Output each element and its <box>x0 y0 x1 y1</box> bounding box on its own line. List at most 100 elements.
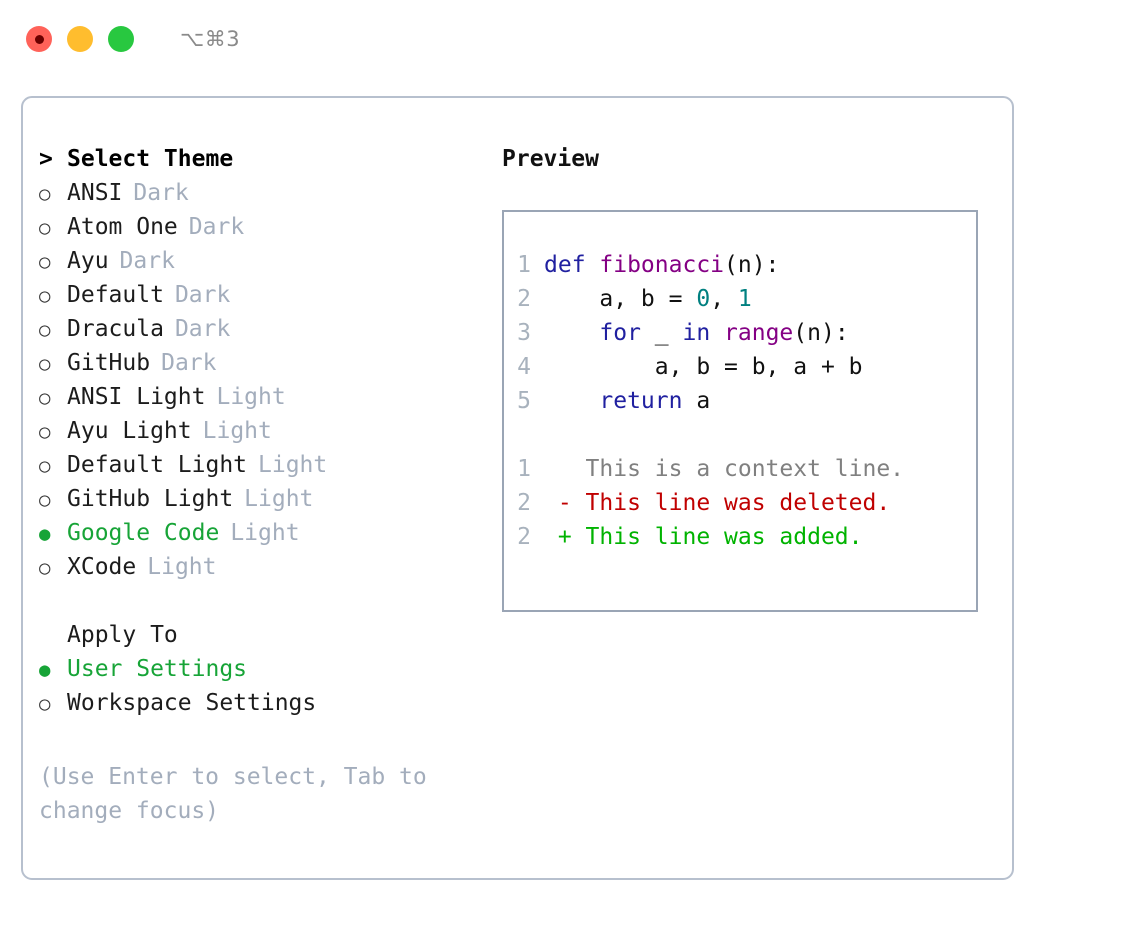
code-token-pl: a, b = <box>544 286 697 312</box>
code-line: 3 for _ in range(n): <box>504 320 976 354</box>
theme-option-label: Default Light <box>67 452 248 478</box>
theme-option-default-light[interactable]: ○ Default Light Light <box>39 452 489 486</box>
diff-line-text: - This line was deleted. <box>544 490 891 516</box>
theme-option-variant-badge: Light <box>147 554 217 580</box>
radio-unselected-icon: ○ <box>39 353 51 375</box>
apply-to-option-label: User Settings <box>67 656 248 682</box>
line-number: 1 <box>517 252 531 278</box>
diff-line-del: 2 - This line was deleted. <box>504 490 976 524</box>
radio-unselected-icon: ○ <box>39 319 51 341</box>
radio-unselected-icon: ○ <box>39 251 51 273</box>
code-token-num: 1 <box>737 286 752 312</box>
select-theme-heading-label: Select Theme <box>67 146 234 172</box>
theme-option-variant-badge: Light <box>258 452 328 478</box>
theme-option-variant-badge: Dark <box>119 248 175 274</box>
code-token-pl: , <box>710 286 738 312</box>
titlebar: ⌥⌘3 <box>0 0 1140 78</box>
help-text: (Use Enter to select, Tab to change focu… <box>39 764 427 824</box>
code-line-text: return a <box>544 388 710 414</box>
radio-selected-icon: ● <box>39 523 51 545</box>
radio-unselected-icon: ○ <box>39 455 51 477</box>
code-token-kw: def <box>544 252 600 278</box>
radio-selected-icon: ● <box>39 659 51 681</box>
theme-option-label: ANSI <box>67 180 123 206</box>
close-button-icon[interactable] <box>26 26 52 52</box>
minimize-button-icon[interactable] <box>67 26 93 52</box>
recording-indicator-icon <box>34 34 44 44</box>
code-token-pl <box>710 320 724 346</box>
line-number: 3 <box>517 320 531 346</box>
code-token-pl: _ <box>640 320 683 346</box>
radio-unselected-icon: ○ <box>39 387 51 409</box>
code-token-pl <box>544 320 599 346</box>
theme-option-dracula[interactable]: ○ Dracula Dark <box>39 316 489 350</box>
code-token-kw: in <box>682 320 711 346</box>
theme-option-label: Atom One <box>67 214 178 240</box>
theme-option-label: ANSI Light <box>67 384 206 410</box>
code-line: 4 a, b = b, a + b <box>504 354 976 388</box>
code-line: 2 a, b = 0, 1 <box>504 286 976 320</box>
radio-unselected-icon: ○ <box>39 285 51 307</box>
line-number: 2 <box>517 524 531 550</box>
theme-option-variant-badge: Dark <box>188 214 245 240</box>
code-token-pl: a <box>682 388 711 414</box>
caret-icon: > <box>39 146 53 172</box>
theme-option-atom-one[interactable]: ○ Atom One Dark <box>39 214 489 248</box>
code-token-kw: for <box>599 320 641 346</box>
apply-to-heading-label: Apply To <box>67 622 178 648</box>
line-number: 4 <box>517 354 531 380</box>
radio-unselected-icon: ○ <box>39 217 51 239</box>
apply-to-option-workspace-settings[interactable]: ○ Workspace Settings <box>39 690 489 724</box>
theme-option-label: XCode <box>67 554 137 580</box>
code-token-pl: (n): <box>793 320 849 346</box>
radio-unselected-icon: ○ <box>39 557 51 579</box>
theme-option-label: Ayu <box>67 248 109 274</box>
code-diff-gap <box>504 422 976 456</box>
section-spacer <box>39 588 489 622</box>
theme-option-label: Default <box>67 282 164 308</box>
diff-line-text: + This line was added. <box>544 524 863 550</box>
apply-to-option-label: Workspace Settings <box>67 690 317 716</box>
theme-option-label: Ayu Light <box>67 418 192 444</box>
theme-option-variant-badge: Light <box>216 384 286 410</box>
radio-unselected-icon: ○ <box>39 693 51 715</box>
preview-title: Preview <box>502 146 599 172</box>
theme-option-variant-badge: Dark <box>133 180 189 206</box>
theme-option-label: GitHub <box>67 350 151 376</box>
apply-to-option-user-settings[interactable]: ● User Settings <box>39 656 489 690</box>
blank-marker-icon: ○ <box>39 622 67 648</box>
maximize-button-icon[interactable] <box>108 26 134 52</box>
code-token-fn: range <box>724 320 794 346</box>
line-number: 5 <box>517 388 531 414</box>
theme-option-label: GitHub Light <box>67 486 234 512</box>
apply-to-heading: ○ Apply To <box>39 622 489 656</box>
theme-option-label: Google Code <box>67 520 220 546</box>
theme-option-label: Dracula <box>67 316 164 342</box>
code-token-pl: a, b = b, a + b <box>544 354 863 380</box>
code-line-text: for _ in range(n): <box>544 320 849 346</box>
code-token-fn: fibonacci <box>599 252 725 278</box>
theme-option-variant-badge: Dark <box>174 316 231 342</box>
apply-to-option-list: ● User Settings ○ Workspace Settings <box>39 656 489 724</box>
code-token-num: 0 <box>696 286 711 312</box>
theme-option-xcode[interactable]: ○ XCode Light <box>39 554 489 588</box>
code-token-pl <box>544 388 599 414</box>
theme-option-ansi-light[interactable]: ○ ANSI Light Light <box>39 384 489 418</box>
theme-option-ayu[interactable]: ○ Ayu Dark <box>39 248 489 282</box>
line-number: 1 <box>517 456 531 482</box>
